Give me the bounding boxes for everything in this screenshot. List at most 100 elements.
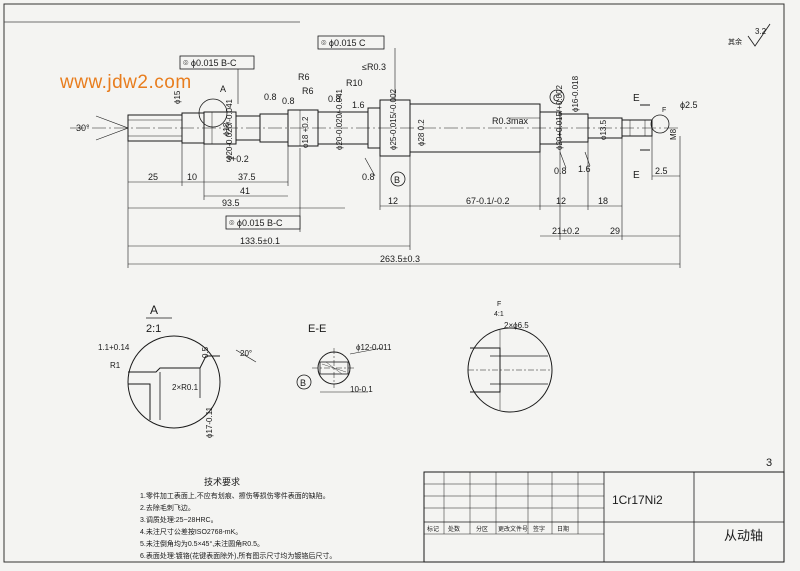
svg-text:处数: 处数 bbox=[448, 525, 460, 533]
svg-text:20°: 20° bbox=[240, 349, 252, 358]
svg-text:1.6: 1.6 bbox=[578, 164, 591, 174]
title-block bbox=[423, 471, 785, 563]
svg-text:3.2: 3.2 bbox=[755, 27, 767, 36]
view-f-label: F bbox=[662, 107, 666, 114]
svg-text:12: 12 bbox=[556, 196, 566, 206]
material-label: 1Cr17Ni2 bbox=[612, 493, 663, 507]
svg-text:ϕ25-0.015/-0.002: ϕ25-0.015/-0.002 bbox=[389, 88, 398, 150]
svg-text:37.5: 37.5 bbox=[238, 172, 256, 182]
svg-text:2×ϕ6.5: 2×ϕ6.5 bbox=[504, 321, 529, 330]
svg-text:1.零件加工表面上,不应有划痕、擦伤等损伤零件表面的缺陷。: 1.零件加工表面上,不应有划痕、擦伤等损伤零件表面的缺陷。 bbox=[140, 491, 330, 500]
svg-text:日期: 日期 bbox=[557, 525, 569, 533]
part-name-label: 从动轴 bbox=[724, 528, 763, 543]
datum-c-symbol bbox=[549, 89, 565, 105]
detail-a-marker bbox=[198, 98, 228, 128]
svg-text:3.调质处理:25~28HRC。: 3.调质处理:25~28HRC。 bbox=[140, 515, 218, 524]
svg-text:M8: M8 bbox=[669, 128, 678, 140]
svg-text:93.5: 93.5 bbox=[222, 198, 240, 208]
watermark-text: www.jdw2.com bbox=[60, 72, 192, 93]
svg-text:A: A bbox=[150, 303, 158, 317]
svg-text:其余: 其余 bbox=[728, 37, 742, 46]
main-dimension-lines bbox=[95, 48, 681, 268]
detail-f-view: F 4:1 2×ϕ6.5 bbox=[467, 301, 553, 413]
technical-requirements: 技术要求 1.零件加工表面上,不应有划痕、擦伤等损伤零件表面的缺陷。 2.去除毛… bbox=[140, 476, 336, 560]
svg-text:1.1+0.14: 1.1+0.14 bbox=[98, 343, 130, 352]
main-dimension-texts: 30° ϕ15 ϕ18 ϕ20-0.020/-0.041 ϕ18 +0.2 ϕ2… bbox=[76, 62, 698, 264]
svg-text:0.8: 0.8 bbox=[554, 166, 567, 176]
drawing-frame bbox=[3, 3, 785, 563]
svg-text:18: 18 bbox=[598, 196, 608, 206]
svg-text:ϕ17-0.11: ϕ17-0.11 bbox=[205, 406, 214, 438]
svg-text:12: 12 bbox=[388, 196, 398, 206]
svg-text:R6: R6 bbox=[302, 86, 314, 96]
svg-text:67-0.1/-0.2: 67-0.1/-0.2 bbox=[466, 196, 510, 206]
view-e-lower-label: E bbox=[633, 170, 640, 181]
svg-text:6.表面处理:镀铬(花键表面除外),所有图示尺寸均为镀铬后尺: 6.表面处理:镀铬(花键表面除外),所有图示尺寸均为镀铬后尺寸。 bbox=[140, 551, 336, 560]
detail-a-view: A 2:1 1.1+0.14 R1 0.5 20° 2×R0.1 ϕ17-0.1… bbox=[98, 303, 257, 438]
svg-text:2.去除毛刺飞边。: 2.去除毛刺飞边。 bbox=[140, 503, 195, 512]
svg-text:4:1: 4:1 bbox=[494, 311, 504, 318]
svg-text:ϕ20-0.020/-0.041: ϕ20-0.020/-0.041 bbox=[225, 98, 234, 160]
svg-text:41: 41 bbox=[240, 186, 250, 196]
title-block-headers: 标记 处数 分区 更改文件号 签字 日期 bbox=[427, 525, 569, 533]
svg-text:ϕ20-0.020/-0.041: ϕ20-0.020/-0.041 bbox=[335, 88, 344, 150]
svg-text:2:1: 2:1 bbox=[146, 323, 161, 335]
svg-text:1.6: 1.6 bbox=[352, 100, 365, 110]
svg-text:0.5: 0.5 bbox=[201, 346, 210, 358]
svg-text:E-E: E-E bbox=[308, 323, 326, 335]
svg-text:0.8: 0.8 bbox=[362, 172, 375, 182]
svg-text:2.5: 2.5 bbox=[655, 166, 668, 176]
svg-text:ϕ2.5: ϕ2.5 bbox=[680, 100, 698, 110]
svg-text:R6: R6 bbox=[298, 72, 310, 82]
svg-text:10: 10 bbox=[187, 172, 197, 182]
svg-text:签字: 签字 bbox=[533, 525, 545, 533]
tolerance-frame-2: ⌾ ϕ0.015 C bbox=[321, 38, 366, 48]
svg-text:ϕ20+0.015/+0.002: ϕ20+0.015/+0.002 bbox=[555, 84, 564, 150]
main-shaft-view bbox=[70, 98, 680, 157]
svg-text:B: B bbox=[300, 378, 306, 388]
svg-text:F: F bbox=[497, 301, 501, 308]
svg-text:ϕ18 +0.2: ϕ18 +0.2 bbox=[301, 116, 310, 148]
section-e-view: E-E B ϕ12-0.011 10-0.1 bbox=[296, 323, 392, 394]
svg-text:技术要求: 技术要求 bbox=[204, 476, 240, 487]
tolerance-frame-1: ⌾ ϕ0.015 B-C bbox=[183, 58, 237, 68]
datum-c-label: C bbox=[553, 93, 560, 103]
svg-text:ϕ18: ϕ18 bbox=[222, 122, 231, 136]
svg-text:2×R0.1: 2×R0.1 bbox=[172, 383, 199, 392]
svg-text:0.8: 0.8 bbox=[264, 92, 277, 102]
svg-text:30°: 30° bbox=[76, 123, 90, 133]
svg-text:10-0.1: 10-0.1 bbox=[350, 385, 373, 394]
svg-text:3+0.2: 3+0.2 bbox=[226, 154, 249, 164]
svg-text:更改文件号: 更改文件号 bbox=[498, 525, 528, 533]
svg-text:标记: 标记 bbox=[427, 525, 439, 533]
detail-f-marker bbox=[650, 114, 670, 134]
svg-text:ϕ16-0.018: ϕ16-0.018 bbox=[571, 75, 580, 112]
svg-text:≤R0.3: ≤R0.3 bbox=[362, 62, 386, 72]
svg-text:263.5±0.3: 263.5±0.3 bbox=[380, 254, 420, 264]
tolerance-frames bbox=[179, 35, 385, 230]
svg-text:ϕ13.5: ϕ13.5 bbox=[599, 119, 608, 140]
svg-text:25: 25 bbox=[148, 172, 158, 182]
svg-text:0.8: 0.8 bbox=[282, 96, 295, 106]
svg-text:R0.3max: R0.3max bbox=[492, 116, 529, 126]
datum-b-symbol bbox=[390, 171, 406, 187]
view-a-label: A bbox=[220, 84, 226, 94]
svg-text:ϕ15: ϕ15 bbox=[173, 90, 182, 104]
svg-text:ϕ12-0.011: ϕ12-0.011 bbox=[356, 343, 392, 352]
svg-text:R10: R10 bbox=[346, 78, 363, 88]
datum-b-label: B bbox=[394, 175, 400, 185]
view-e-upper-label: E bbox=[633, 93, 640, 104]
roughness-note: 其余 3.2 bbox=[728, 23, 771, 47]
svg-text:29: 29 bbox=[610, 226, 620, 236]
svg-text:ϕ28 0.2: ϕ28 0.2 bbox=[417, 119, 426, 146]
svg-text:R1: R1 bbox=[110, 361, 121, 370]
svg-text:133.5±0.1: 133.5±0.1 bbox=[240, 236, 280, 246]
svg-text:5.未注倒角均为0.5×45°,未注圆角R0.5。: 5.未注倒角均为0.5×45°,未注圆角R0.5。 bbox=[140, 539, 264, 548]
svg-text:21±0.2: 21±0.2 bbox=[552, 226, 579, 236]
svg-text:分区: 分区 bbox=[476, 525, 488, 533]
tolerance-frame-3: ⌾ ϕ0.015 B-C bbox=[229, 218, 283, 228]
svg-text:0.8: 0.8 bbox=[328, 94, 341, 104]
sheet-number: 3 bbox=[766, 457, 772, 469]
